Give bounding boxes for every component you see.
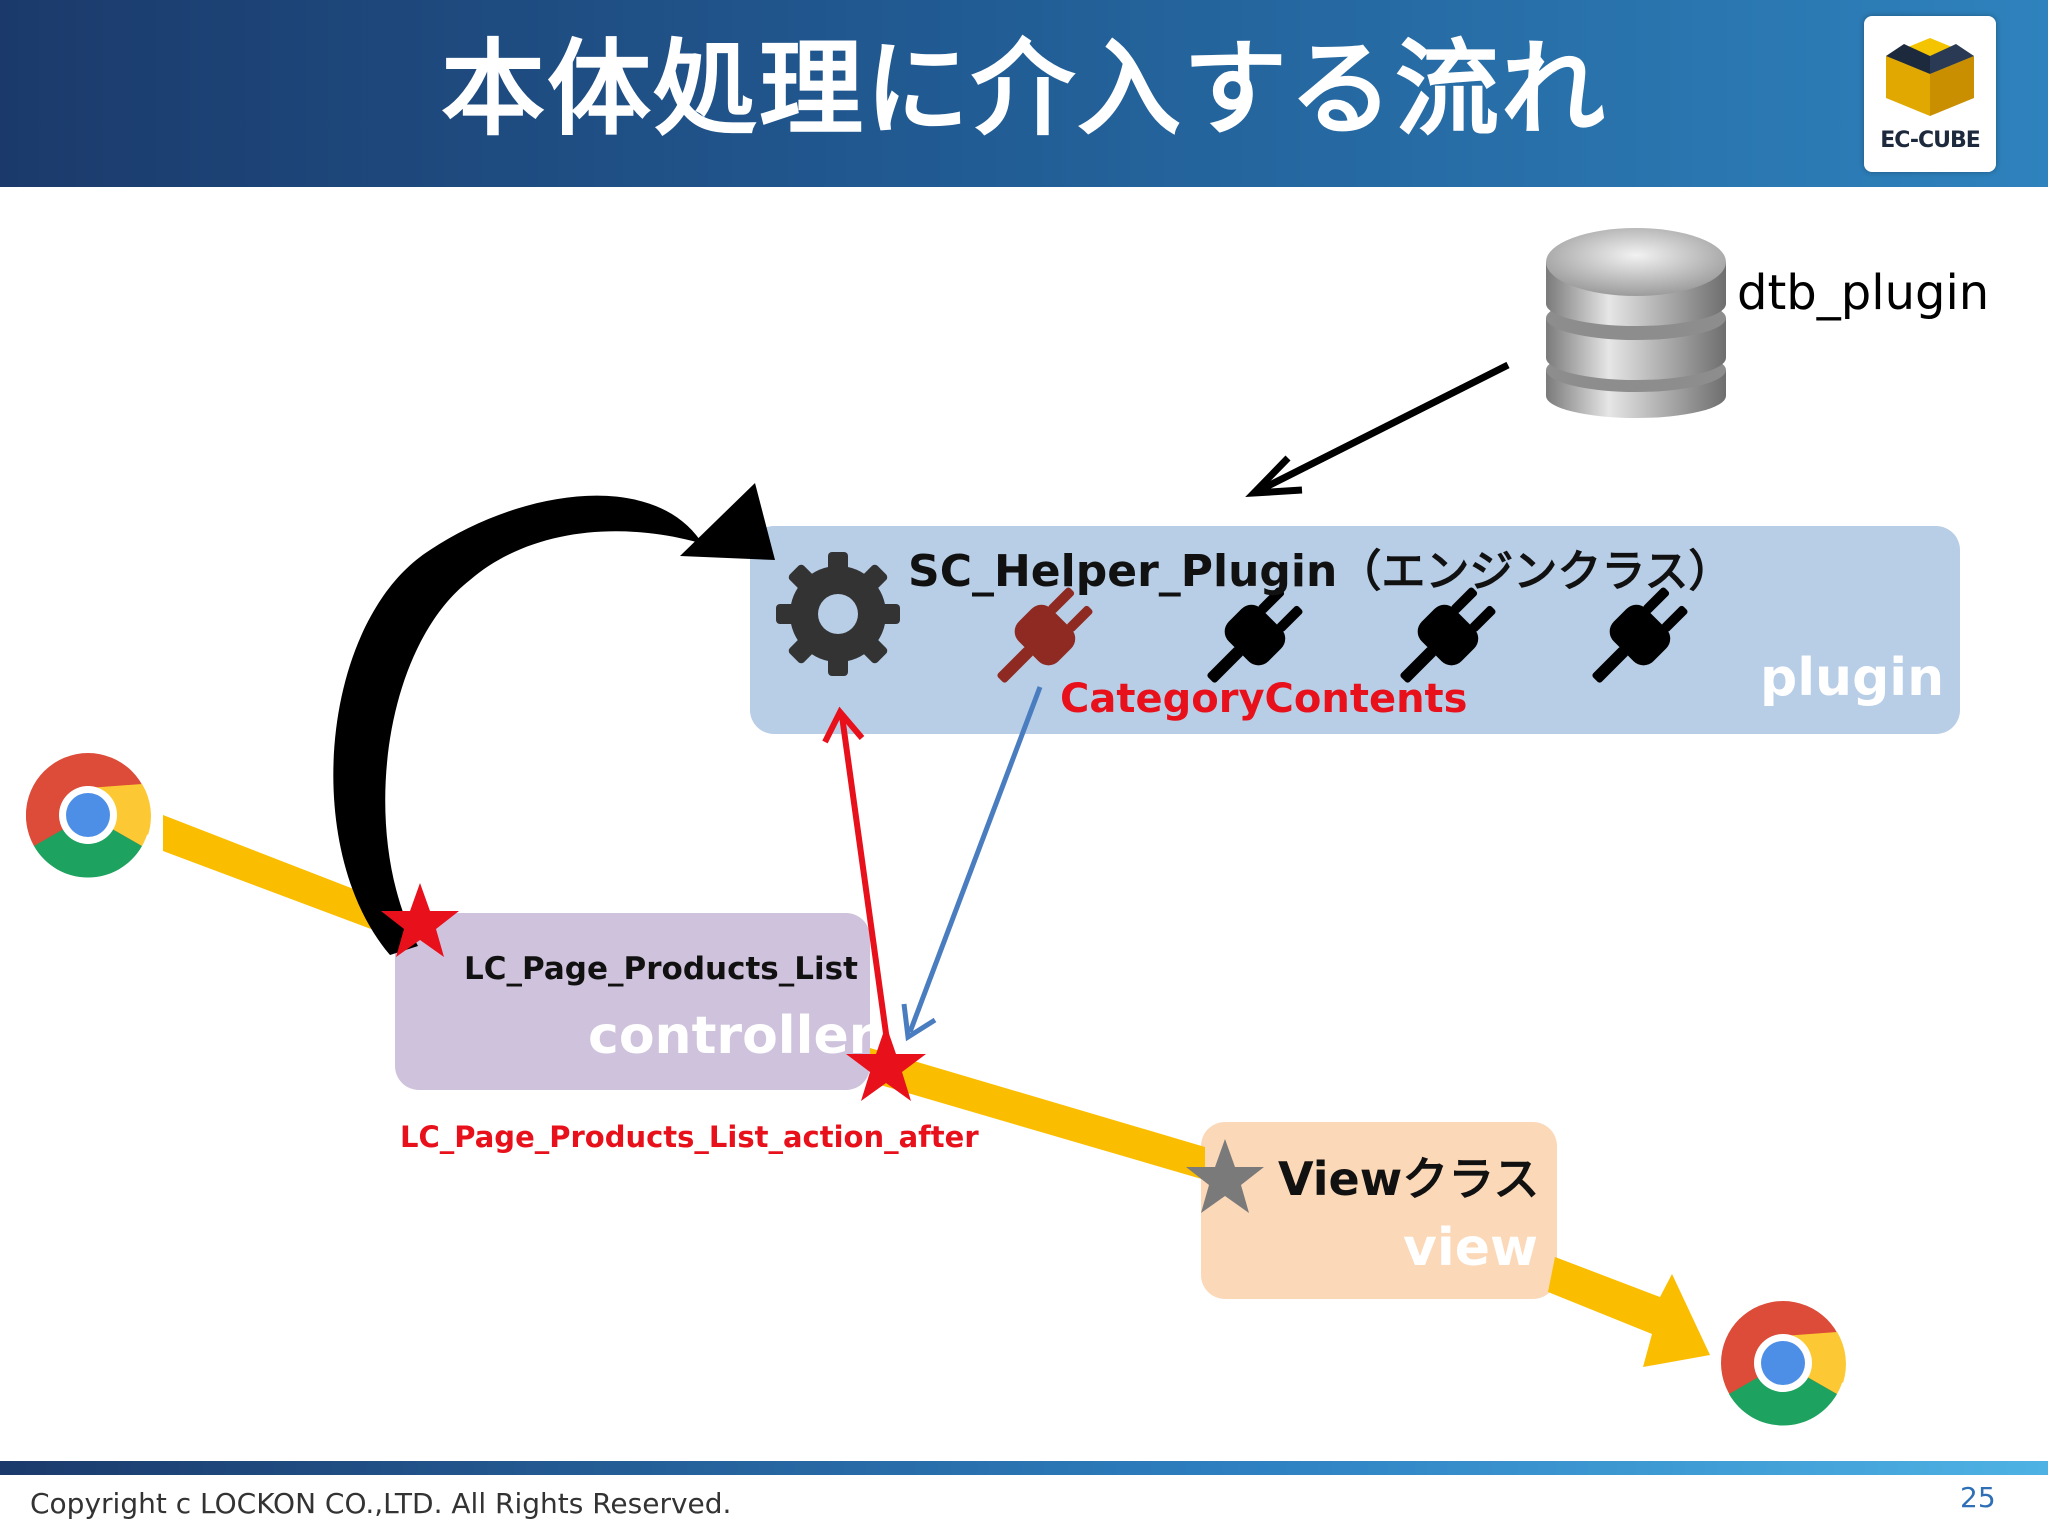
view-layer-label: view bbox=[1403, 1218, 1539, 1278]
footer-bar bbox=[0, 1461, 2048, 1475]
database-icon bbox=[1546, 228, 1726, 418]
chrome-logo-icon bbox=[1721, 1301, 1846, 1426]
request-flow-line bbox=[163, 815, 1710, 1367]
controller-to-engine-curved-arrow bbox=[333, 483, 775, 955]
page-number: 25 bbox=[1960, 1481, 1996, 1514]
plugin-layer-label: plugin bbox=[1760, 648, 1945, 708]
hook-point-label: LC_Page_Products_List_action_after bbox=[400, 1120, 979, 1154]
db-to-engine-arrow bbox=[1245, 361, 1510, 498]
plug-icon bbox=[1400, 587, 1496, 683]
plug-icon bbox=[1592, 587, 1688, 683]
gear-icon bbox=[776, 552, 900, 676]
logo-text: EC-CUBE bbox=[1880, 128, 1981, 153]
plug-icon bbox=[997, 587, 1093, 683]
slide-title: 本体処理に介入する流れ bbox=[440, 28, 1607, 150]
controller-layer-label: controller bbox=[588, 1006, 875, 1066]
view-layer-box bbox=[1201, 1122, 1557, 1299]
star-icon bbox=[846, 1025, 926, 1101]
plugin-return-arrow bbox=[901, 686, 1043, 1042]
eccube-logo: EC-CUBE bbox=[1864, 16, 1996, 172]
controller-class-label: LC_Page_Products_List bbox=[464, 951, 858, 987]
hook-call-arrow bbox=[822, 706, 891, 1049]
plugin-engine-label: SC_Helper_Plugin（エンジンクラス） bbox=[908, 546, 1733, 597]
copyright-text: Copyright c LOCKON CO.,LTD. All Rights R… bbox=[30, 1487, 732, 1520]
view-class-label: Viewクラス bbox=[1278, 1152, 1540, 1206]
slide-header bbox=[0, 0, 2048, 187]
chrome-logo-icon bbox=[25, 753, 151, 878]
controller-layer-box bbox=[395, 913, 870, 1090]
database-label: dtb_plugin bbox=[1737, 265, 1990, 321]
plug-icon bbox=[1207, 587, 1303, 683]
star-icon bbox=[1186, 1139, 1264, 1213]
eccube-cube-icon bbox=[1886, 38, 1974, 116]
star-icon bbox=[381, 883, 459, 957]
plugin-layer-box bbox=[750, 526, 1960, 734]
active-plugin-label: CategoryContents bbox=[1060, 676, 1468, 722]
